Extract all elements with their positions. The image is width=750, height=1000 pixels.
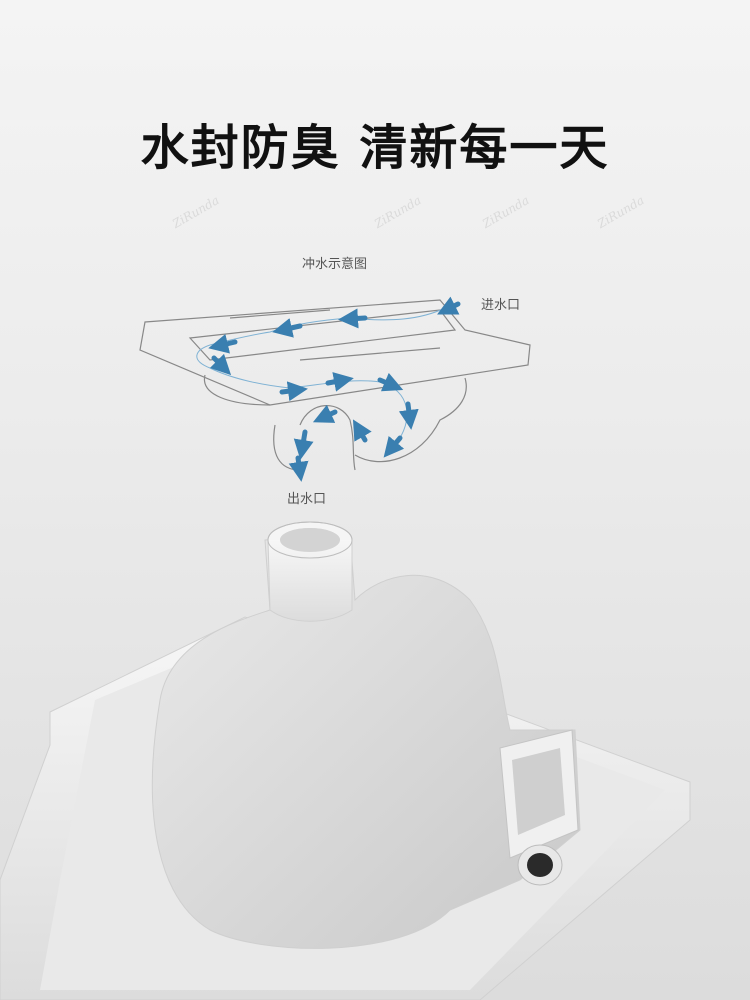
arrow-icon (209, 353, 232, 376)
headline: 水封防臭 清新每一天 (140, 120, 610, 176)
arrow-icon (352, 419, 372, 443)
arrow-icon (312, 404, 338, 423)
arrow-icon (272, 318, 303, 338)
arrow-icon (208, 333, 238, 354)
outlet-label: 出水口 (287, 492, 327, 507)
inlet-label: 进水口 (481, 298, 521, 313)
arrow-icon (398, 401, 419, 430)
arrow-icon (279, 381, 308, 402)
arrow-icon (437, 296, 461, 315)
arrow-icon (377, 372, 404, 392)
arrow-icon (293, 429, 314, 460)
diagram-title: 冲水示意图 (302, 257, 368, 272)
arrow-icon (338, 308, 368, 329)
arrow-icon (383, 435, 405, 458)
arrow-icon (325, 372, 354, 392)
arrow-icon (288, 455, 309, 482)
flow-arrows (208, 296, 461, 482)
diagram-outline (139, 299, 531, 471)
